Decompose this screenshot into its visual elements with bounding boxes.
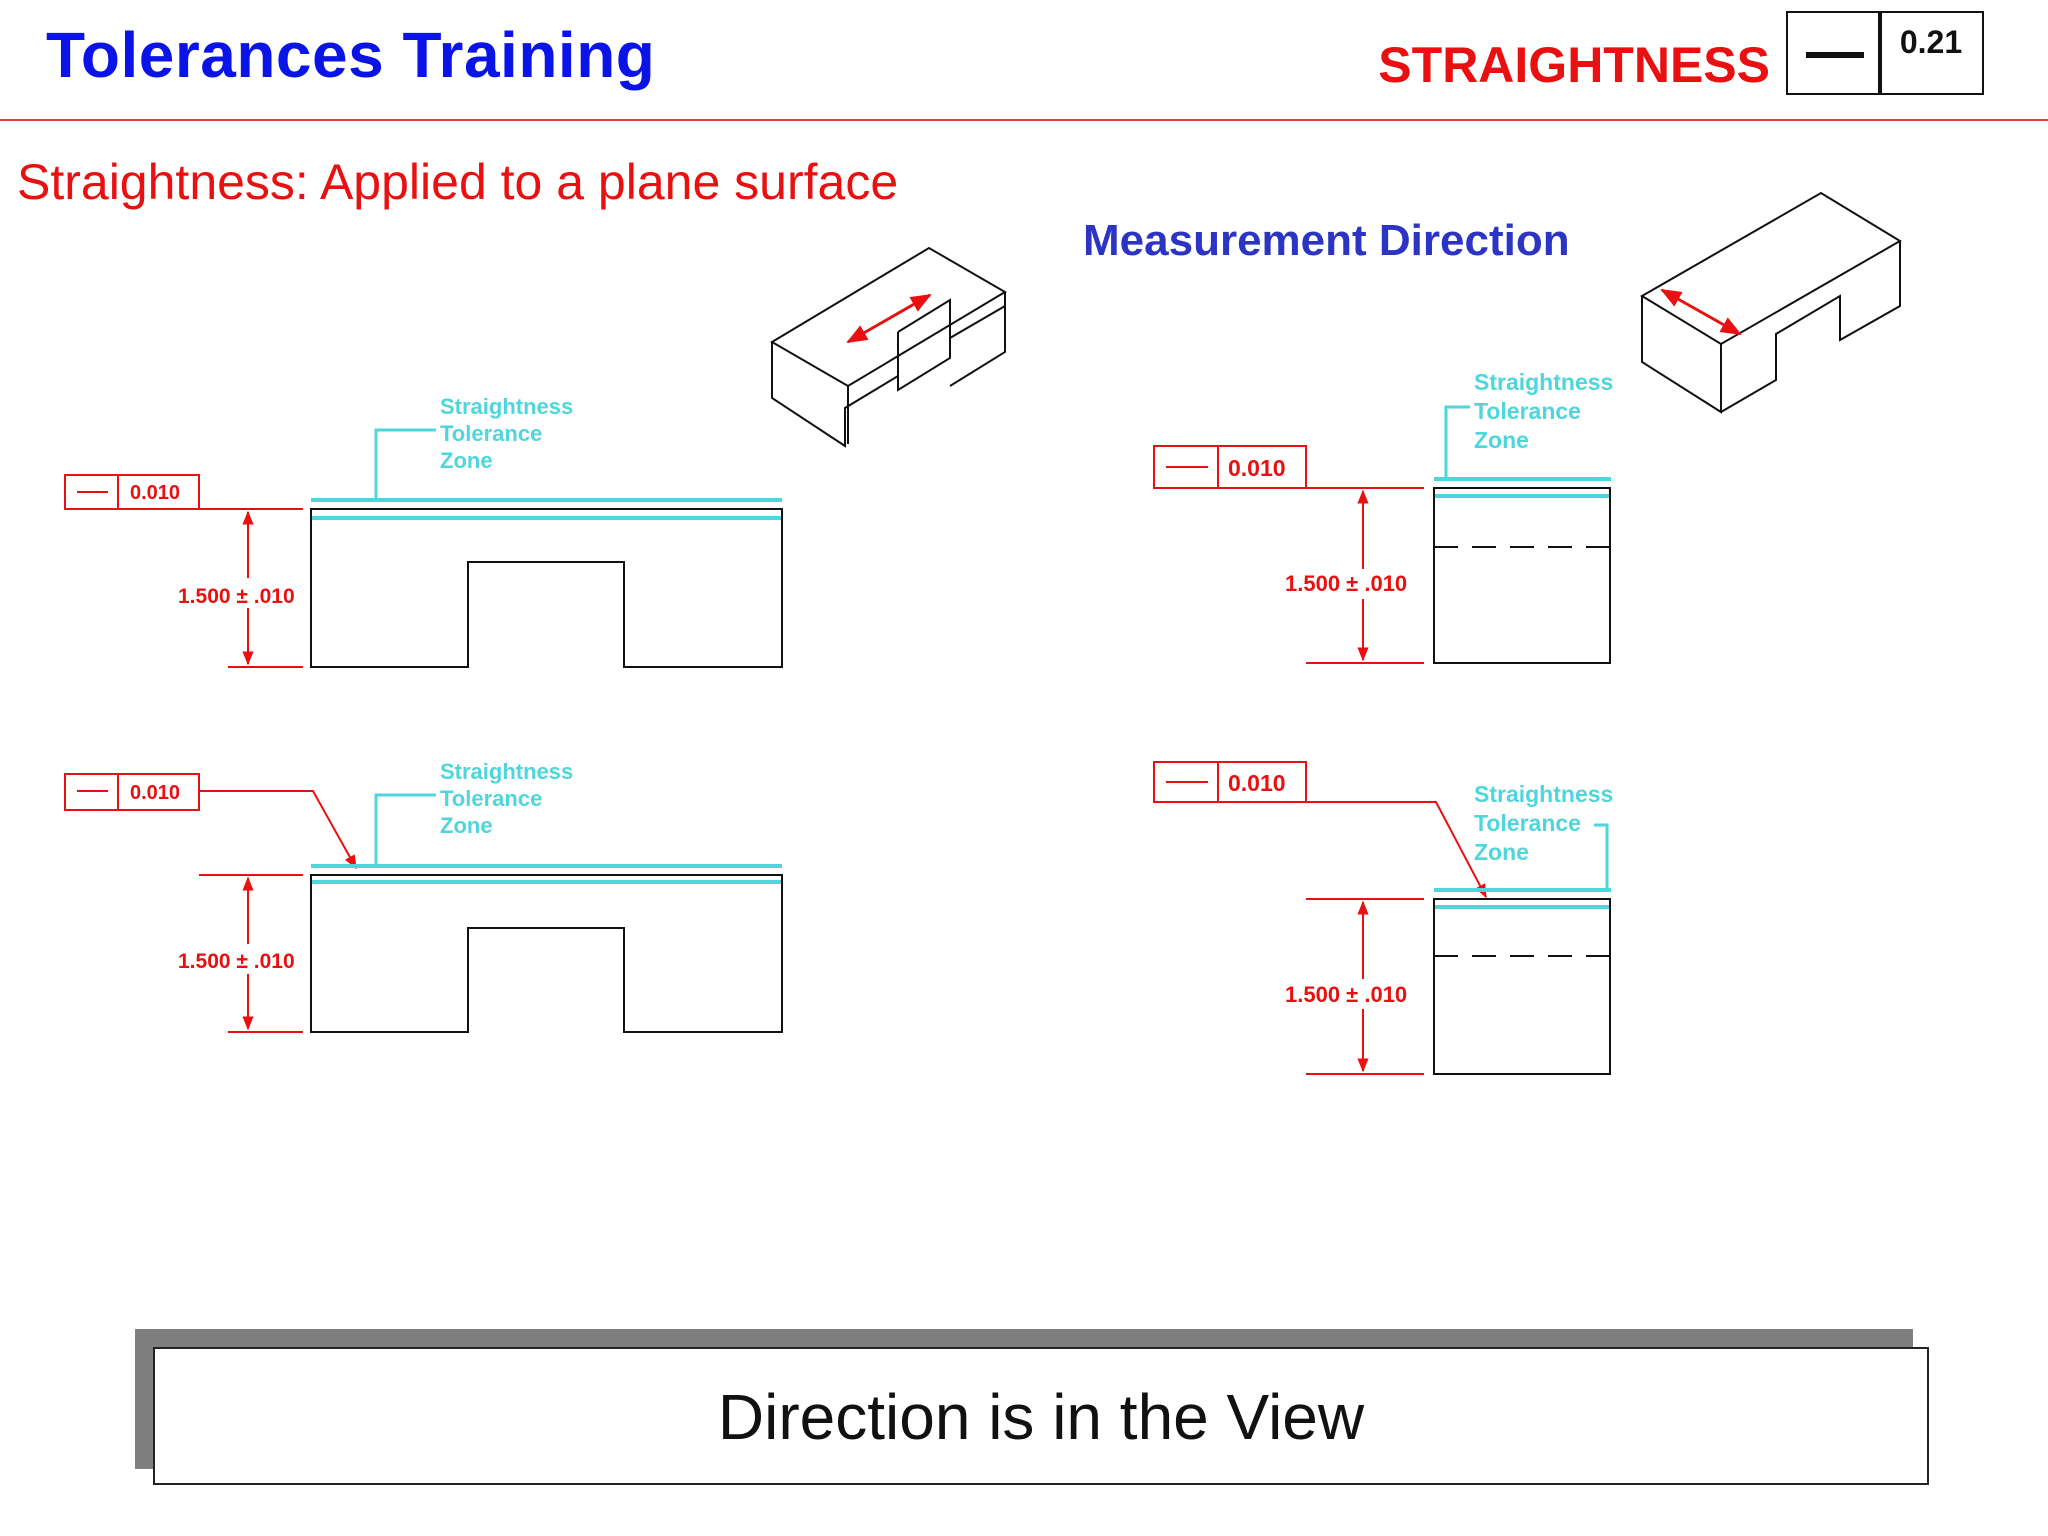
fcf-frame-a — [64, 474, 200, 510]
zone-label-b-1: Straightness — [440, 759, 573, 784]
zone-label-b-3: Zone — [440, 813, 493, 838]
dimension-d: 1.500 ± .010 — [1285, 982, 1407, 1007]
panel-b-front-view: 0.010 1.500 ± .010 Straightness Toleranc… — [64, 759, 783, 1033]
header-divider — [0, 119, 2048, 121]
fcf-value-d: 0.010 — [1228, 770, 1286, 796]
caption-box: Direction is in the View — [153, 1347, 1929, 1485]
fcf-frame-c — [1153, 445, 1307, 489]
zone-label-c-2: Tolerance — [1474, 398, 1581, 424]
fcf-value-a: 0.010 — [130, 482, 180, 504]
panel-a-front-view: 0.010 1.500 ± .010 Straightness Toleranc… — [64, 394, 783, 668]
dimension-c: 1.500 ± .010 — [1285, 571, 1407, 596]
zone-label-b-2: Tolerance — [440, 786, 542, 811]
fcf-value-c: 0.010 — [1228, 455, 1286, 481]
slide-title: Tolerances Training — [46, 19, 656, 91]
fcf-value-b: 0.010 — [130, 782, 180, 804]
zone-label-d-1: Straightness — [1474, 781, 1613, 807]
panel-d-side-view: 0.010 1.500 ± .010 Straightness Toleranc… — [1153, 761, 1613, 1075]
fcf-frame-d — [1153, 761, 1307, 803]
isometric-block-2 — [1640, 191, 1902, 414]
zone-label-a-2: Tolerance — [440, 421, 542, 446]
zone-label-d-3: Zone — [1474, 839, 1529, 865]
isometric-block-1 — [770, 246, 1007, 448]
zone-label-a-3: Zone — [440, 448, 493, 473]
page-number: 0.21 — [1878, 11, 1984, 95]
page-number-text: 0.21 — [1899, 24, 1963, 60]
slide-subtitle: Straightness: Applied to a plane surface — [17, 154, 899, 210]
straightness-symbol-icon — [1786, 11, 1882, 95]
dimension-a: 1.500 ± .010 — [178, 585, 295, 608]
panel-c-side-view: 0.010 1.500 ± .010 Straightness Toleranc… — [1153, 369, 1613, 664]
measurement-direction-heading: Measurement Direction — [1083, 216, 1570, 265]
zone-label-c-3: Zone — [1474, 427, 1529, 453]
zone-label-a-1: Straightness — [440, 394, 573, 419]
zone-label-c-1: Straightness — [1474, 369, 1613, 395]
section-title: STRAIGHTNESS — [1378, 37, 1770, 93]
zone-label-d-2: Tolerance — [1474, 810, 1581, 836]
caption-text: Direction is in the View — [717, 1381, 1365, 1453]
dimension-b: 1.500 ± .010 — [178, 950, 295, 973]
